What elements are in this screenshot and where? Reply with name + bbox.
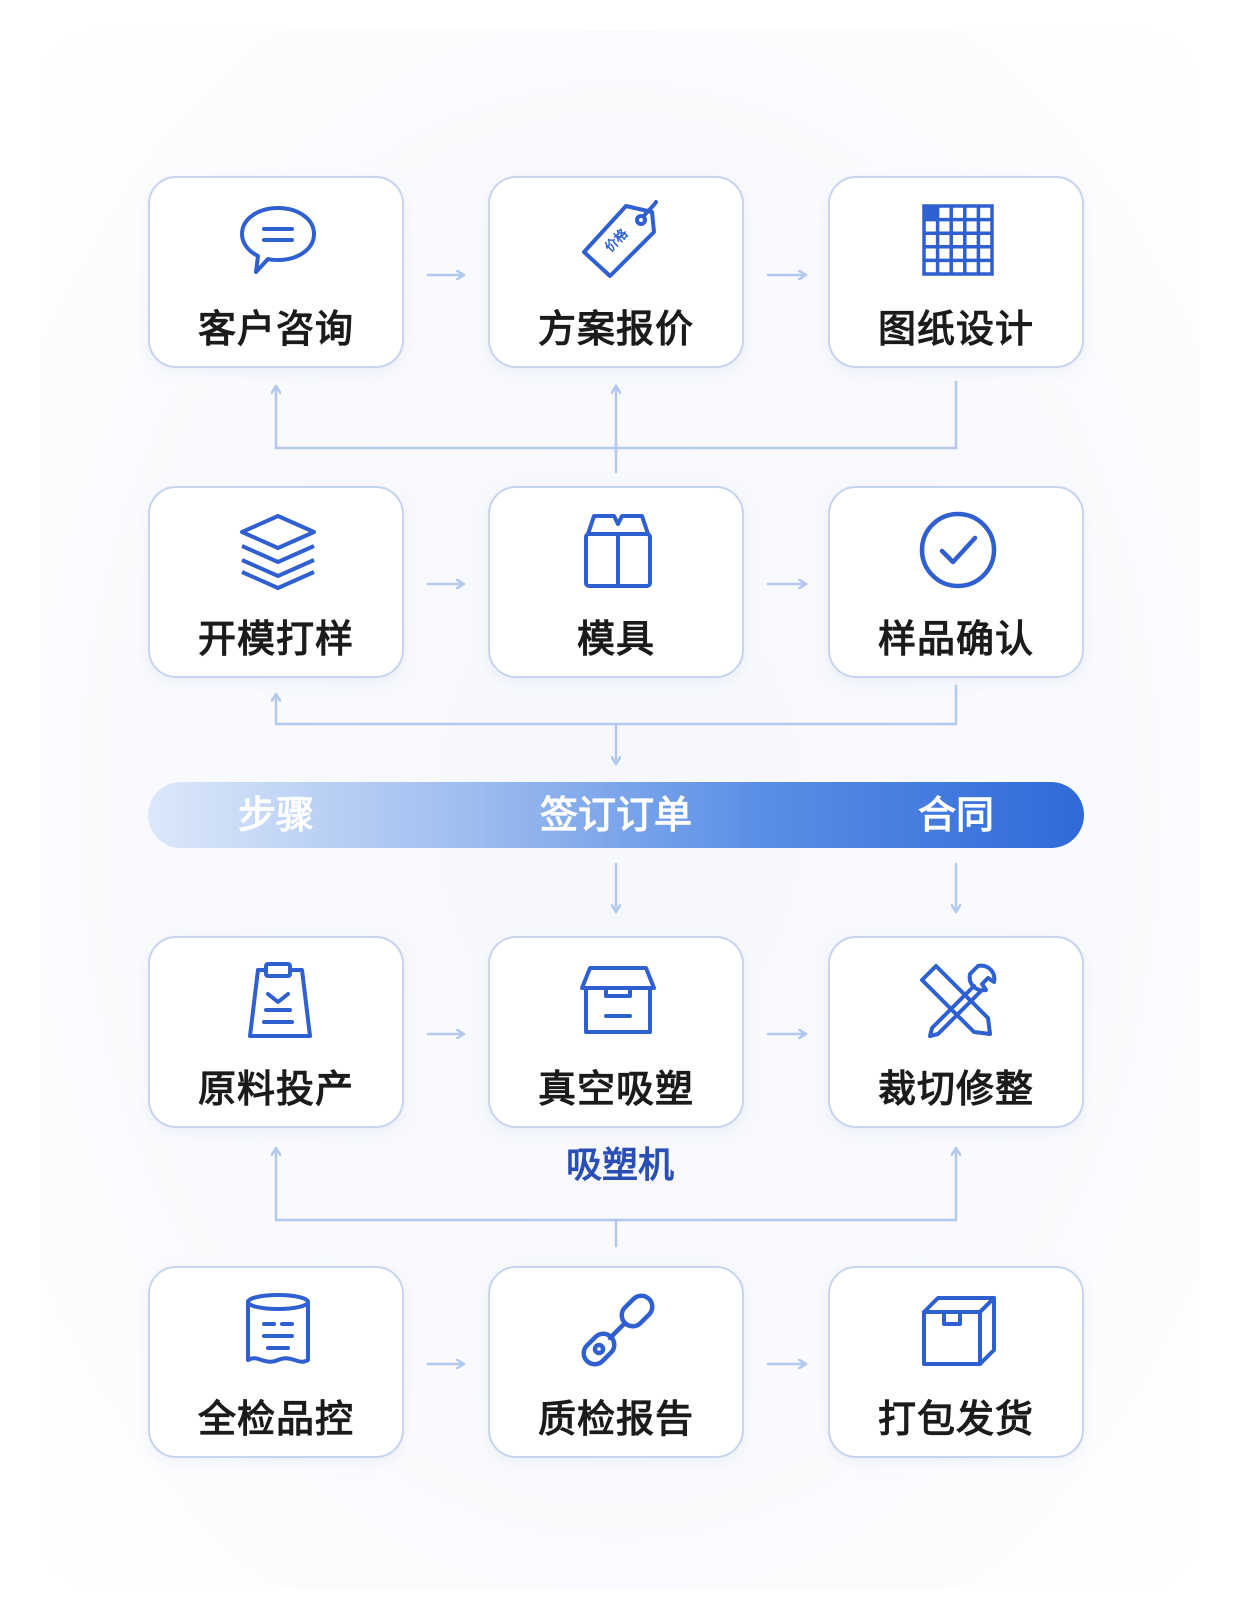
package-icon — [918, 1290, 998, 1370]
machine-label: 吸塑机 — [565, 1145, 674, 1186]
step-qc-report: 质检报告 — [488, 1266, 744, 1458]
check-circle-icon — [918, 510, 998, 590]
step-label: 原料投产 — [197, 1067, 354, 1111]
step-drawing-design: 图纸设计 — [828, 176, 1084, 368]
step-label: 真空吸塑 — [537, 1067, 694, 1111]
chat-bubble-icon — [238, 200, 318, 280]
banner-center-label: 签订订单 — [539, 793, 692, 837]
banner-right-label: 合同 — [917, 793, 994, 837]
price-tag-icon: 价格 — [578, 200, 658, 280]
step-mold: 模具 — [488, 486, 744, 678]
tray-box-icon — [578, 960, 658, 1040]
step-label: 客户咨询 — [197, 307, 354, 351]
step-material-input: 原料投产 — [148, 936, 404, 1128]
open-box-icon — [578, 510, 658, 590]
step-mold-sampling: 开模打样 — [148, 486, 404, 678]
contract-banner: 步骤 签订订单 合同 — [148, 782, 1084, 848]
connector-row2-banner — [274, 684, 958, 726]
step-label: 全检品控 — [197, 1397, 354, 1441]
banner-left-label: 步骤 — [237, 793, 314, 837]
grid-icon — [918, 200, 998, 280]
step-label: 样品确认 — [877, 617, 1034, 661]
step-label: 开模打样 — [197, 617, 354, 661]
step-label: 模具 — [576, 617, 655, 661]
layers-icon — [238, 510, 318, 590]
step-label: 质检报告 — [537, 1397, 694, 1441]
document-roll-icon — [238, 1290, 318, 1370]
step-label: 裁切修整 — [877, 1067, 1034, 1111]
step-trim: 裁切修整 — [828, 936, 1084, 1128]
step-pack-ship: 打包发货 — [828, 1266, 1084, 1458]
step-full-inspection: 全检品控 — [148, 1266, 404, 1458]
step-label: 方案报价 — [537, 307, 694, 351]
step-quotation: 价格 方案报价 — [488, 176, 744, 368]
link-chain-icon — [578, 1290, 658, 1370]
clipboard-icon — [238, 960, 318, 1040]
step-sample-confirm: 样品确认 — [828, 486, 1084, 678]
step-customer-consult: 客户咨询 — [148, 176, 404, 368]
step-vacuum-forming: 真空吸塑 — [488, 936, 744, 1128]
tools-icon — [918, 960, 998, 1040]
step-label: 打包发货 — [877, 1397, 1034, 1441]
step-label: 图纸设计 — [877, 307, 1034, 351]
connector-row1-row2 — [274, 380, 958, 450]
